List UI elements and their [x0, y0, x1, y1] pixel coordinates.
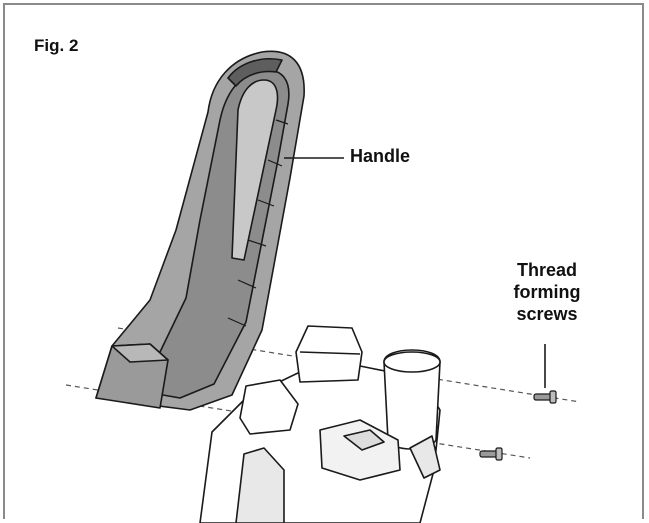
- screws-callout-line-1: Thread: [516, 260, 577, 280]
- screws-callout-line-2: forming: [513, 282, 581, 302]
- screw-lower: [479, 447, 503, 461]
- screws-callout-line-3: screws: [516, 304, 578, 324]
- figure-label: Fig. 2: [34, 36, 79, 55]
- vacuum-body-part: [199, 325, 441, 523]
- screw-upper: [533, 390, 557, 404]
- handle-part: [95, 50, 344, 411]
- screws-callout: Thread forming screws: [497, 259, 597, 325]
- handle-callout: Handle: [350, 146, 411, 166]
- thread-forming-screws: [479, 344, 557, 461]
